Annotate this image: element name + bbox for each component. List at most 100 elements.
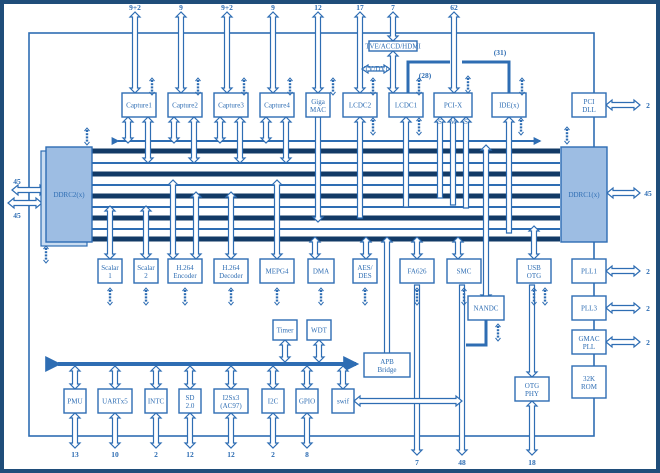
stub-dot [319,290,323,292]
clock-reset-stub-icon [195,77,201,96]
block-swif[interactable]: swif [331,388,355,414]
stub-arrow-down [107,301,113,306]
block-uart[interactable]: UARTx5 [97,388,133,414]
stub-dot [275,293,279,296]
ddrc2-block[interactable]: DDRC2(x) [45,146,93,243]
stub-dot [44,251,48,254]
block-pll3[interactable]: PLL3 [571,295,607,321]
block-gmac-pll-label-line2: PLL [583,343,595,351]
bus-arrow-pci-s1 [433,116,447,199]
stub-dot [466,84,470,87]
stub-dot [543,293,547,296]
block-pci-x[interactable]: PCI-X [433,92,473,118]
stub-arrow-down [461,301,467,306]
stub-dot [496,326,500,328]
stub-arrow-down [287,91,293,96]
stub-dot [108,296,112,299]
block-i2c-box [261,388,285,414]
stub-dot [363,299,367,302]
block-dma[interactable]: DMA [307,258,335,284]
block-mpeg4-label: MEPG4 [266,268,289,276]
io-arrow-gpio [300,412,314,449]
block-sd-label-line2: 2.0 [186,402,195,410]
block-timer[interactable]: Timer [272,319,298,341]
smc-io-arrow [455,284,469,456]
block-fa626[interactable]: FA626 [399,258,435,284]
block-pci-x-label: PCI-X [444,102,462,110]
stub-arrow-down [465,89,471,94]
block-capture1[interactable]: Capture1 [121,92,157,118]
block-wdt[interactable]: WDT [306,319,332,341]
bus-arrow-ide [502,116,516,234]
block-i2c[interactable]: I2C [261,388,285,414]
block-capture4[interactable]: Capture4 [259,92,295,118]
block-pll3-label: PLL3 [581,305,597,313]
stub-arrow-up [228,287,234,292]
clock-reset-stub-icon [370,117,376,136]
block-capture3[interactable]: Capture3 [213,92,249,118]
stub-dot [196,83,200,86]
stub-dot [108,290,112,292]
clock-reset-stub-icon [241,77,247,96]
clock-reset-stub-icon [414,287,420,306]
stub-dot [196,86,200,89]
clock-reset-stub-icon [495,323,501,342]
stub-arrow-up [241,77,247,82]
stub-dot [288,89,292,92]
stub-arrow-up [416,77,422,82]
block-gpio[interactable]: GPIO [295,388,319,414]
block-aes-des[interactable]: AES/DES [352,258,378,284]
ddrc1-block[interactable]: DDRC1(x) [560,146,608,243]
block-smc[interactable]: SMC [446,258,482,284]
block-pmu[interactable]: PMU [63,388,87,414]
block-dma-box [307,258,335,284]
block-i2s[interactable]: I2Sx3(AC97) [213,388,249,414]
block-lcdc1[interactable]: LCDC1 [388,92,424,118]
block-lcdc2[interactable]: LCDC2 [342,92,378,118]
pins-gpio: 8 [305,450,309,459]
stub-dot [183,290,187,292]
block-tv-encoder[interactable]: TVE/ACCD/HDMI [365,40,421,52]
stub-dot [150,80,154,82]
pins-capture3: 9+2 [221,3,233,12]
pins-pci-x: 62 [450,3,458,12]
block-nandc[interactable]: NANDC [467,295,505,321]
stub-dot [150,86,154,89]
io-arrow-i2c [266,412,280,449]
block-mpeg4[interactable]: MEPG4 [259,258,295,284]
block-pll1[interactable]: PLL1 [571,258,607,284]
io-arrow-i2s [224,412,238,449]
stub-arrow-down [330,91,336,96]
block-uart-box [97,388,133,414]
stub-arrow-up [362,287,368,292]
block-capture2[interactable]: Capture2 [167,92,203,118]
block-ide[interactable]: IDE(x) [491,92,527,118]
stub-arrow-down [495,337,501,342]
stub-dot [196,80,200,82]
block-h264-enc-box [167,258,203,284]
block-rom-box [571,365,607,399]
stub-arrow-up [495,323,501,328]
pins-gmac-pll: 2 [646,338,650,347]
block-intc[interactable]: INTC [144,388,168,414]
block-capture3-box [213,92,249,118]
stub-dot [242,89,246,92]
lcdc1-link-annotation: (28) [419,71,432,80]
block-intc-label: INTC [148,398,165,406]
bus-arrow-capture1-a [121,116,135,144]
bus-arrow-capture1-b [141,116,155,164]
stub-arrow-up [318,287,324,292]
block-sd[interactable]: SD2.0 [178,388,202,414]
stub-arrow-down [241,91,247,96]
